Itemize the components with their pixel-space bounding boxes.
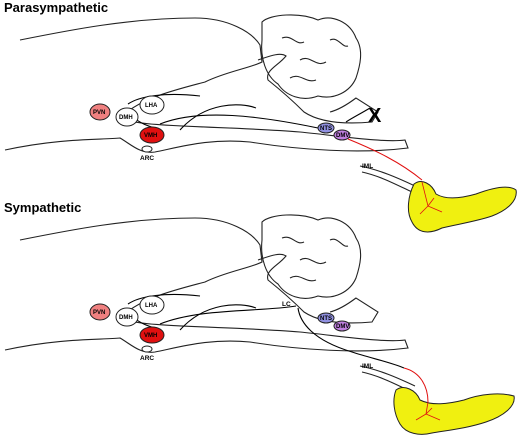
panel-title: Sympathetic: [4, 200, 82, 215]
dmv-label: DMV: [336, 324, 349, 330]
arc-nucleus: [141, 345, 153, 353]
nts-input-arrow: [345, 107, 371, 123]
nts-label: NTS: [320, 316, 332, 322]
brainstem-outline: [257, 253, 379, 324]
hypothalamus-to-lha-arrow: [127, 293, 201, 305]
nts-nucleus: [317, 122, 335, 134]
vmh-nucleus: [139, 126, 165, 144]
dmv-nucleus: [333, 320, 351, 332]
lc-to-iml-path: [297, 307, 405, 369]
arc-nucleus: [141, 145, 153, 153]
iml-label: IML: [362, 163, 373, 170]
dmh-nucleus: [115, 307, 139, 327]
iml-label: IML: [362, 363, 373, 370]
sympathetic-panel: Sympathetic PVN DMH LHA VMH ARC NTS DMV …: [0, 200, 520, 436]
brain-outline: [4, 17, 409, 153]
pancreatic-nerve-branches: [419, 181, 443, 215]
pvn-label: PVN: [93, 110, 105, 116]
pvn-nucleus: [89, 103, 111, 121]
lha-label: LHA: [145, 303, 158, 309]
hypothalamus-to-lha-arrow: [127, 93, 201, 105]
lha-nucleus: [139, 95, 165, 115]
arc-label: ARC: [140, 355, 154, 362]
vagal-efferent: [347, 138, 423, 181]
brain-outline: [4, 217, 409, 353]
sympathetic-efferent: [403, 367, 429, 403]
dmh-label: DMH: [119, 115, 133, 121]
brainstem-outline: [257, 53, 379, 124]
arc-label: ARC: [140, 155, 154, 162]
cerebellum-folia: [281, 236, 349, 282]
dmh-label: DMH: [119, 315, 133, 321]
vmh-label: VMH: [144, 333, 157, 339]
panel-title: Parasympathetic: [4, 0, 109, 15]
dmv-label: DMV: [336, 133, 349, 139]
arc-projection-arrow: [179, 104, 257, 131]
lc-label: LC: [282, 301, 291, 308]
arc-projection-arrow: [179, 304, 257, 331]
pancreas: [407, 181, 517, 233]
pancreas: [393, 387, 515, 435]
pvn-label: PVN: [93, 310, 105, 316]
dmh-nucleus: [115, 107, 139, 127]
parasympathetic-diagram: PVN DMH LHA VMH ARC NTS DMV IML X: [4, 14, 517, 233]
hypothalamus-to-nts-arrow: [159, 114, 319, 129]
blocked-input-marker: X: [368, 105, 382, 127]
nts-nucleus: [317, 312, 335, 324]
vmh-label: VMH: [144, 133, 157, 139]
hypothalamus-to-lc-arrow: [159, 305, 297, 325]
sympathetic-diagram: PVN DMH LHA VMH ARC NTS DMV IML LC: [4, 214, 515, 435]
lha-label: LHA: [145, 103, 158, 109]
spinal-cord-outline: [359, 165, 416, 193]
nts-label: NTS: [320, 126, 332, 132]
parasympathetic-panel: Parasympathetic PVN DMH LHA VMH ARC NTS …: [4, 0, 517, 233]
vmh-nucleus: [139, 326, 165, 344]
dmv-nucleus: [333, 129, 351, 141]
cerebellum-outline: [261, 214, 362, 299]
cerebellum-folia: [281, 36, 349, 82]
lha-nucleus: [139, 295, 165, 315]
pvn-nucleus: [89, 303, 111, 321]
cerebellum-outline: [261, 14, 362, 99]
pancreatic-nerve-branches: [415, 401, 441, 421]
